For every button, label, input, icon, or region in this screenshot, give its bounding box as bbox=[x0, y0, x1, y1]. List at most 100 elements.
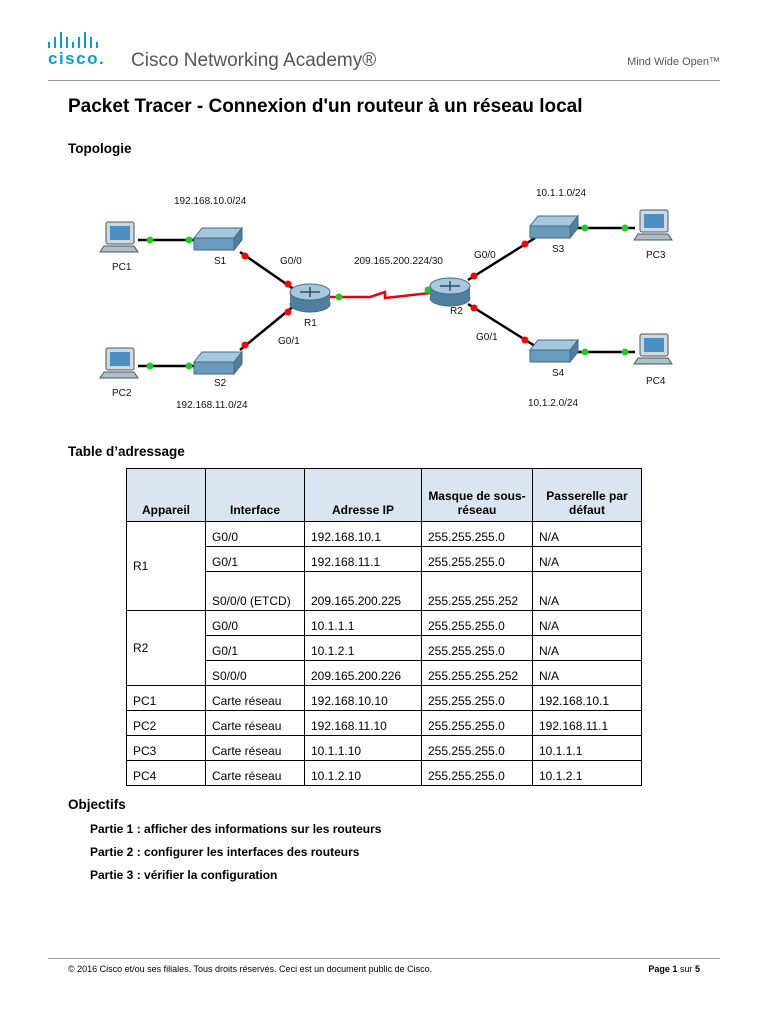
label-r1: R1 bbox=[304, 318, 317, 329]
page-indicator: Page 1 sur 5 bbox=[648, 964, 700, 974]
col-header-gateway: Passerelle par défaut bbox=[532, 468, 642, 522]
page-label: Page bbox=[648, 964, 670, 974]
label-s1: S1 bbox=[214, 256, 227, 267]
cell-device: PC3 bbox=[126, 735, 206, 761]
table-row: G0/1 10.1.2.1 255.255.255.0 N/A bbox=[127, 635, 642, 661]
port-dot bbox=[470, 272, 478, 280]
label-pc4: PC4 bbox=[646, 376, 666, 387]
table-row: PC4 Carte réseau 10.1.2.10 255.255.255.0… bbox=[126, 760, 642, 786]
cisco-logo-icon bbox=[48, 30, 118, 48]
objective-item: Partie 3 : vérifier la configuration bbox=[90, 868, 278, 882]
cell-interface: G0/1 bbox=[205, 635, 305, 661]
label-net-left-bottom: 192.168.11.0/24 bbox=[176, 400, 248, 411]
document-title: Packet Tracer - Connexion d'un routeur à… bbox=[68, 96, 583, 117]
router-r1-icon bbox=[289, 283, 331, 313]
pc1-icon bbox=[99, 221, 139, 253]
col-header-interface: Interface bbox=[205, 468, 305, 522]
cell-ip: 192.168.11.10 bbox=[304, 710, 422, 736]
label-net-right-top: 10.1.1.0/24 bbox=[536, 188, 586, 199]
table-row: PC2 Carte réseau 192.168.11.10 255.255.2… bbox=[126, 710, 642, 736]
academy-name: Cisco Networking Academy® bbox=[131, 50, 377, 71]
cell-interface: S0/0/0 bbox=[205, 660, 305, 686]
label-s2: S2 bbox=[214, 378, 227, 389]
cell-gateway: N/A bbox=[532, 571, 642, 611]
label-s3: S3 bbox=[552, 244, 565, 255]
label-net-left-top: 192.168.10.0/24 bbox=[174, 196, 247, 207]
topology-heading: Topologie bbox=[68, 141, 132, 156]
cell-gateway: 10.1.1.1 bbox=[532, 735, 642, 761]
port-dot bbox=[521, 240, 529, 248]
cell-ip: 10.1.2.10 bbox=[304, 760, 422, 786]
port-dot bbox=[284, 280, 292, 288]
cell-device: R1 bbox=[126, 521, 206, 611]
cell-interface: Carte réseau bbox=[205, 735, 305, 761]
cell-gateway: N/A bbox=[532, 546, 642, 572]
port-dot bbox=[424, 286, 432, 294]
label-r2-g00: G0/0 bbox=[474, 250, 496, 261]
cell-interface: Carte réseau bbox=[205, 685, 305, 711]
tagline: Mind Wide Open™ bbox=[627, 56, 720, 68]
label-net-right-bottom: 10.1.2.0/24 bbox=[528, 398, 578, 409]
cell-mask: 255.255.255.0 bbox=[421, 760, 533, 786]
cell-device: PC4 bbox=[126, 760, 206, 786]
label-net-wan: 209.165.200.224/30 bbox=[354, 256, 443, 267]
page-total: 5 bbox=[694, 964, 700, 974]
port-dot bbox=[621, 224, 629, 232]
table-row: S0/0/0 (ETCD) 209.165.200.225 255.255.25… bbox=[127, 571, 642, 611]
label-pc2: PC2 bbox=[112, 388, 132, 399]
port-dot bbox=[241, 252, 249, 260]
pc4-icon bbox=[633, 333, 673, 365]
cell-mask: 255.255.255.252 bbox=[421, 571, 533, 611]
addressing-table: Appareil Interface Adresse IP Masque de … bbox=[126, 468, 642, 786]
table-row: S0/0/0 209.165.200.226 255.255.255.252 N… bbox=[127, 660, 642, 686]
cell-mask: 255.255.255.0 bbox=[421, 521, 533, 547]
label-r2: R2 bbox=[450, 306, 463, 317]
cell-ip: 192.168.10.1 bbox=[304, 521, 422, 547]
cell-ip: 192.168.10.10 bbox=[304, 685, 422, 711]
footer-divider bbox=[48, 958, 720, 959]
cell-mask: 255.255.255.0 bbox=[421, 685, 533, 711]
port-dot bbox=[146, 236, 154, 244]
port-dot bbox=[470, 304, 478, 312]
cell-gateway: 192.168.11.1 bbox=[532, 710, 642, 736]
pc3-icon bbox=[633, 209, 673, 241]
cell-mask: 255.255.255.252 bbox=[421, 660, 533, 686]
label-pc3: PC3 bbox=[646, 250, 666, 261]
cell-ip: 192.168.11.1 bbox=[304, 546, 422, 572]
table-header-row: Appareil Interface Adresse IP Masque de … bbox=[126, 468, 642, 522]
port-dot bbox=[146, 362, 154, 370]
port-dot bbox=[185, 362, 193, 370]
label-r1-g00: G0/0 bbox=[280, 256, 302, 267]
port-dot bbox=[185, 236, 193, 244]
cell-mask: 255.255.255.0 bbox=[421, 610, 533, 636]
cell-gateway: N/A bbox=[532, 660, 642, 686]
label-r2-g01: G0/1 bbox=[476, 332, 498, 343]
cell-device: R2 bbox=[126, 610, 206, 686]
port-dot bbox=[621, 348, 629, 356]
cell-interface: G0/1 bbox=[205, 546, 305, 572]
cell-ip: 10.1.1.1 bbox=[304, 610, 422, 636]
cell-gateway: 192.168.10.1 bbox=[532, 685, 642, 711]
pc2-icon bbox=[99, 347, 139, 379]
col-header-ip: Adresse IP bbox=[304, 468, 422, 522]
cell-device: PC2 bbox=[126, 710, 206, 736]
objective-item: Partie 2 : configurer les interfaces des… bbox=[90, 845, 360, 859]
port-dot bbox=[284, 308, 292, 316]
cell-mask: 255.255.255.0 bbox=[421, 546, 533, 572]
port-dot bbox=[335, 293, 343, 301]
table-heading: Table d’adressage bbox=[68, 444, 185, 459]
cell-interface: G0/0 bbox=[205, 521, 305, 547]
topology-diagram: 192.168.10.0/24 192.168.11.0/24 209.165.… bbox=[99, 188, 673, 411]
switch-s3-icon bbox=[528, 214, 580, 240]
cell-interface: S0/0/0 (ETCD) bbox=[205, 571, 305, 611]
objectives-heading: Objectifs bbox=[68, 797, 126, 812]
col-header-mask: Masque de sous-réseau bbox=[421, 468, 533, 522]
cell-mask: 255.255.255.0 bbox=[421, 710, 533, 736]
cell-ip: 10.1.2.1 bbox=[304, 635, 422, 661]
switch-s2-icon bbox=[192, 350, 244, 376]
port-dot bbox=[521, 336, 529, 344]
cell-interface: G0/0 bbox=[205, 610, 305, 636]
cell-ip: 209.165.200.225 bbox=[304, 571, 422, 611]
cell-ip: 10.1.1.10 bbox=[304, 735, 422, 761]
port-dot bbox=[581, 348, 589, 356]
